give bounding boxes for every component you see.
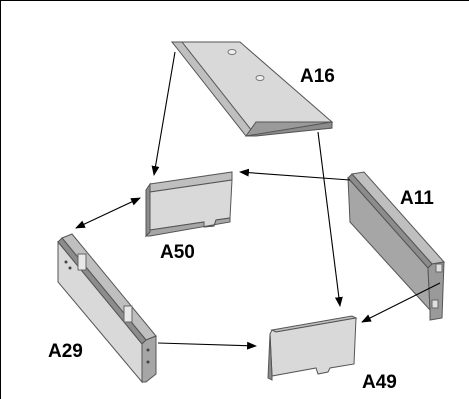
part-a11 <box>347 171 445 321</box>
label-a16: A16 <box>300 66 335 87</box>
part-a50 <box>144 171 233 238</box>
part-a49 <box>267 315 358 381</box>
arrow-a16-to-a50 <box>151 51 176 176</box>
label-a11: A11 <box>400 188 434 209</box>
boss-icon <box>227 49 237 55</box>
label-a49: A49 <box>362 372 397 393</box>
part-labels: A16 A50 A11 A29 A49 <box>48 66 434 393</box>
arrow-a11-to-a50 <box>239 168 351 181</box>
boss-icon <box>255 75 265 81</box>
label-a29: A29 <box>48 341 83 362</box>
label-a50: A50 <box>160 242 195 263</box>
arrow-a29-to-a50 <box>75 197 141 229</box>
connection-arrows <box>75 51 441 350</box>
arrow-a29-to-a49 <box>157 341 257 350</box>
part-a29 <box>57 233 157 384</box>
arrow-a11-to-a49 <box>361 282 441 323</box>
arrow-a16-to-a49 <box>317 131 343 307</box>
part-a16 <box>170 41 334 137</box>
